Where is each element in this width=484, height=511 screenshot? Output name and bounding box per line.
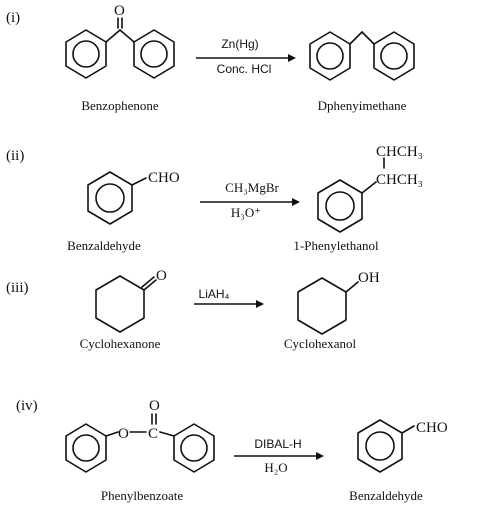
reaction-tag: (ii) — [6, 148, 24, 164]
reaction-iv: (iv) O C O Phenylbenzoate DIBAL-H H₂O — [16, 398, 448, 503]
compound-name: Benzaldehyde — [349, 488, 423, 503]
reaction-tag: (i) — [6, 10, 20, 26]
reagent-label: DIBAL-H — [254, 437, 301, 451]
aldehyde-group: CHO — [416, 420, 448, 436]
benzene-ring — [317, 179, 363, 233]
aldehyde-bond — [131, 177, 147, 186]
benzene-ring — [65, 29, 107, 79]
compound-name: Cyclohexanol — [284, 336, 357, 351]
side-chain-group: CHCH₃ — [376, 144, 423, 160]
benzene-ring — [133, 29, 175, 79]
benzene-ring — [65, 423, 107, 473]
carbonyl-carbon: C — [148, 426, 158, 442]
ester-bond — [159, 431, 175, 437]
reaction-tag: (iii) — [6, 280, 29, 296]
cyclohexane-ring — [95, 275, 145, 333]
side-chain-bond — [361, 181, 377, 194]
compound-name: Cyclohexanone — [80, 336, 161, 351]
cyclohexane-ring — [297, 277, 347, 335]
methylene-bond — [349, 31, 363, 45]
ester-bond — [105, 431, 119, 437]
methylene-bond — [361, 31, 375, 45]
carbonyl-bond — [141, 276, 155, 288]
aldehyde-group: CHO — [148, 170, 180, 186]
reagent-label: LiAH₄ — [199, 287, 230, 301]
carbonyl-group — [105, 17, 135, 43]
reagent-label: Conc. HCl — [217, 62, 272, 76]
compound-name: Dphenyimethane — [318, 98, 407, 113]
carbonyl-bond — [143, 279, 157, 291]
benzene-ring — [309, 31, 351, 81]
oxygen-atom: O — [114, 3, 125, 19]
hydroxyl-group: OH — [358, 270, 380, 286]
hydroxyl-bond — [345, 281, 359, 293]
reagent-label: CH₃MgBr — [225, 180, 279, 195]
oxygen-atom: O — [156, 268, 167, 284]
benzene-ring — [173, 423, 215, 473]
reagent-label: H₃O⁺ — [231, 205, 261, 220]
compound-name: Benzophenone — [81, 98, 158, 113]
arrow-head — [316, 452, 324, 460]
compound-name: Phenylbenzoate — [101, 488, 184, 503]
compound-name: Benzaldehyde — [67, 238, 141, 253]
arrow-head — [292, 198, 300, 206]
reaction-ii: (ii) CHO Benzaldehyde CH₃MgBr H₃O⁺ CHCH₃… — [6, 144, 423, 253]
benzene-ring — [87, 171, 133, 225]
side-chain-group: CHCH₃ — [376, 172, 423, 188]
compound-name: 1-Phenylethanol — [293, 238, 379, 253]
arrow-head — [256, 300, 264, 308]
reaction-iii: (iii) O Cyclohexanone LiAH₄ OH Cyclohexa… — [6, 268, 380, 351]
benzene-ring — [357, 419, 403, 473]
carbonyl-oxygen: O — [149, 398, 160, 414]
ester-oxygen: O — [118, 426, 129, 442]
reaction-tag: (iv) — [16, 398, 38, 414]
reagent-label: H₂O — [264, 460, 287, 475]
reagent-label: Zn(Hg) — [221, 37, 258, 51]
benzene-ring — [373, 31, 415, 81]
reaction-i: (i) O Benzophenone Zn(Hg) Conc. HCl — [6, 3, 415, 113]
aldehyde-bond — [401, 425, 415, 434]
arrow-head — [288, 54, 296, 62]
